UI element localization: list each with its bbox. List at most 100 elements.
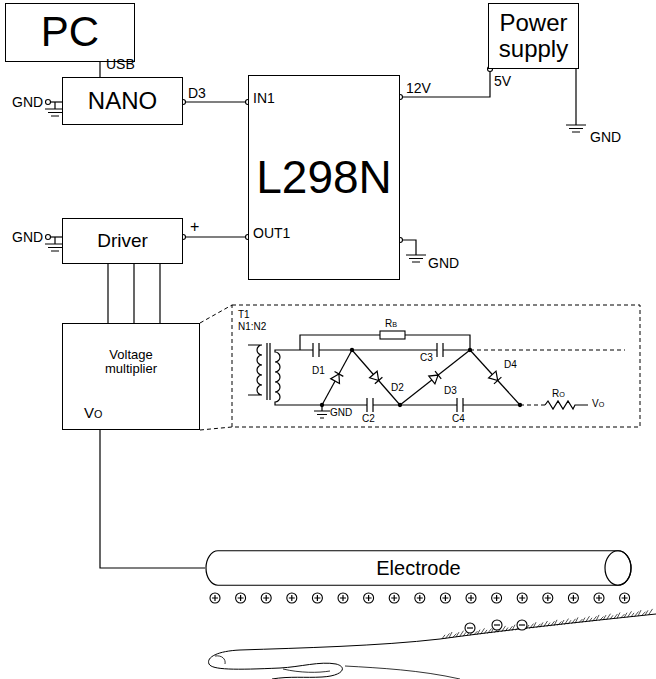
- zoom-line: [200, 305, 232, 323]
- positive-charge: [263, 595, 269, 601]
- wire: [100, 430, 205, 568]
- positive-charge: [389, 593, 399, 603]
- diode-symbol: [494, 377, 501, 384]
- node-label: Power supply: [495, 10, 572, 63]
- component-label: T1: [238, 310, 250, 320]
- positive-charge: [468, 595, 474, 601]
- component-label: D4: [504, 360, 517, 370]
- turns-ratio-label: N1:N2: [238, 322, 266, 332]
- wire: [400, 350, 470, 405]
- wire: [51, 236, 63, 237]
- transformer-secondary: [275, 350, 322, 405]
- wire: [159, 264, 160, 323]
- wire: [322, 350, 352, 405]
- pin-label: OUT1: [253, 226, 290, 240]
- diode-symbol: [335, 372, 344, 377]
- positive-charge: [236, 593, 246, 603]
- component-label: RB: [385, 319, 397, 329]
- node-label: Driver: [97, 231, 148, 252]
- negative-charge: [517, 620, 527, 630]
- junction-dot: [398, 403, 401, 406]
- wire: [282, 349, 470, 350]
- ground-symbol: [406, 248, 426, 262]
- wire: [470, 350, 520, 405]
- component-label: RO: [552, 389, 565, 399]
- capacitor-symbol: [367, 398, 373, 412]
- negative-charge: [467, 627, 473, 628]
- positive-charge: [543, 593, 553, 603]
- wire: [520, 405, 545, 406]
- hand-illustration: [209, 614, 656, 679]
- pin-label: 12V: [406, 81, 431, 95]
- component-label: D1: [312, 366, 325, 376]
- pin-label: +: [190, 219, 199, 235]
- capacitor-symbol: [313, 343, 319, 357]
- diode-symbol: [370, 371, 379, 380]
- driver-box: Driver: [62, 218, 183, 264]
- positive-charge: [596, 595, 602, 601]
- resistor-symbol: [380, 331, 405, 339]
- ground-label: GND: [428, 256, 459, 270]
- wire: [575, 69, 576, 118]
- positive-charge: [417, 595, 423, 601]
- positive-charge: [494, 595, 500, 601]
- positive-charge: [314, 595, 320, 601]
- positive-charge: [364, 593, 374, 603]
- ground-label: GND: [12, 230, 43, 244]
- wire: [107, 264, 108, 323]
- microcontroller-box: NANO: [62, 77, 183, 125]
- diode-symbol: [331, 374, 340, 383]
- terminal: [46, 100, 51, 105]
- junction-dot: [350, 348, 353, 351]
- negative-charge: [465, 623, 475, 633]
- positive-charge: [568, 593, 578, 603]
- power-supply-box: Power supply: [488, 3, 579, 69]
- wire: [400, 69, 490, 97]
- hand-illustration: [345, 666, 460, 679]
- positive-charge: [212, 595, 218, 601]
- output-label: VO: [84, 405, 102, 420]
- output-label: VO: [592, 399, 604, 409]
- component-label: C4: [452, 414, 465, 424]
- pin-label: IN1: [253, 91, 275, 105]
- component-label: D3: [444, 386, 457, 396]
- node-label: L298N: [256, 152, 392, 203]
- positive-charge: [289, 595, 295, 601]
- voltage-multiplier-box: Voltage multiplier: [62, 323, 200, 430]
- node-label: Voltage multiplier: [91, 348, 171, 377]
- node-label: Electrode: [376, 557, 461, 579]
- positive-charge: [442, 595, 448, 601]
- diode-symbol: [489, 371, 498, 380]
- positive-charge: [340, 595, 346, 601]
- wire: [470, 350, 625, 351]
- positive-charge: [261, 593, 271, 603]
- pin-label: 5V: [494, 74, 511, 88]
- negative-charge: [492, 620, 502, 630]
- positive-charge: [366, 595, 372, 601]
- zoom-line: [200, 427, 232, 430]
- hair-strokes: [442, 609, 653, 639]
- node-label: PC: [41, 9, 99, 55]
- diode-symbol: [375, 377, 383, 384]
- junction-dot: [468, 348, 471, 351]
- positive-charge: [517, 593, 527, 603]
- capacitor-symbol: [437, 343, 443, 357]
- zoom-frame: [232, 305, 640, 427]
- node-label: NANO: [88, 88, 157, 114]
- connection-label: USB: [106, 57, 135, 71]
- wire: [403, 240, 417, 248]
- component-label: D2: [391, 383, 404, 393]
- hand-illustration: [215, 656, 225, 664]
- wire: [352, 350, 400, 405]
- positive-charge: [210, 593, 220, 603]
- positive-charge: [594, 593, 604, 603]
- positive-charge: [492, 593, 502, 603]
- junction-dot: [518, 403, 521, 406]
- wire: [183, 236, 248, 237]
- positive-charge: [622, 595, 628, 601]
- positive-charge: [415, 593, 425, 603]
- positive-charge: [570, 595, 576, 601]
- positive-charge: [519, 595, 525, 601]
- pin-label: D3: [188, 86, 206, 100]
